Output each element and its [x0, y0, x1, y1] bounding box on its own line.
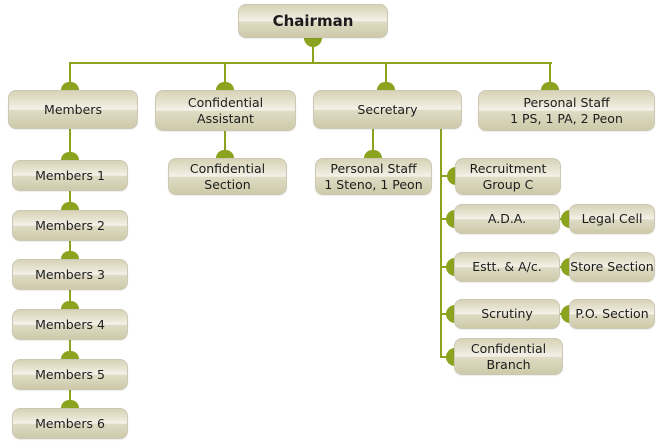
node-label: Section: [204, 176, 251, 192]
connector-dome: [561, 210, 570, 228]
node-legal-cell: Legal Cell: [569, 204, 655, 234]
connector-dome: [364, 150, 382, 158]
connector-dome: [61, 202, 79, 210]
connector-dome: [61, 251, 79, 259]
connector-line: [69, 62, 71, 90]
connector-dome: [61, 351, 79, 359]
node-members-1: Members 1: [12, 160, 128, 191]
connector-dome: [561, 305, 570, 323]
connector-line: [549, 62, 551, 90]
node-label: Members: [44, 101, 102, 117]
node-label: Personal Staff: [330, 160, 417, 176]
connector-dome: [304, 38, 322, 47]
connector-dome: [447, 167, 456, 185]
node-estt-ac: Estt. & A/c.: [454, 252, 560, 282]
connector-dome: [216, 150, 234, 158]
connector-dome: [61, 152, 79, 160]
node-label: 1 Steno, 1 Peon: [324, 176, 423, 192]
node-label: Estt. & A/c.: [472, 259, 542, 274]
node-members-2: Members 2: [12, 210, 128, 241]
node-recruitment-group-c: Recruitment Group C: [455, 158, 561, 195]
node-label: Confidential: [187, 94, 264, 110]
connector-line: [69, 290, 71, 309]
node-label: Legal Cell: [581, 211, 643, 226]
node-label: 1 PS, 1 PA, 2 Peon: [510, 110, 623, 126]
node-personal-staff: Personal Staff 1 PS, 1 PA, 2 Peon: [478, 90, 655, 131]
connector-dome: [61, 82, 79, 90]
node-label: A.D.A.: [487, 211, 527, 226]
node-personal-staff-secretary: Personal Staff 1 Steno, 1 Peon: [315, 158, 432, 195]
node-label: Confidential: [470, 340, 547, 356]
connector-dome: [61, 301, 79, 309]
connector-dome: [561, 258, 570, 276]
node-members-5: Members 5: [12, 359, 128, 390]
node-confidential-branch: Confidential Branch: [454, 338, 563, 375]
connector-line: [372, 129, 374, 158]
node-label: Personal Staff: [523, 94, 610, 110]
connector-dome: [446, 258, 455, 276]
node-label: Branch: [486, 356, 531, 372]
node-label: Chairman: [272, 12, 354, 30]
connector-line: [385, 62, 387, 90]
connector-line: [69, 340, 71, 359]
node-label: Members 4: [35, 316, 105, 332]
node-members-6: Members 6: [12, 408, 128, 439]
node-label: Scrutiny: [481, 306, 533, 321]
connector-line: [312, 38, 314, 62]
connector-dome: [446, 348, 455, 366]
node-ada: A.D.A.: [454, 204, 560, 234]
connector-line: [69, 62, 552, 64]
connector-dome: [61, 400, 79, 408]
node-label: Confidential: [189, 160, 266, 176]
connector-line: [69, 129, 71, 160]
node-label: P.O. Section: [575, 306, 649, 321]
node-members-3: Members 3: [12, 259, 128, 290]
connector-line: [224, 62, 226, 90]
node-po-section: P.O. Section: [569, 299, 655, 329]
connector-dome: [216, 82, 234, 90]
connector-dome: [377, 82, 395, 90]
node-label: Members 5: [35, 366, 105, 382]
connector-line: [69, 390, 71, 408]
node-label: Assistant: [197, 110, 254, 126]
node-label: Members 1: [35, 167, 105, 183]
node-secretary: Secretary: [313, 90, 462, 129]
node-label: Members 6: [35, 415, 105, 431]
node-confidential-assistant: Confidential Assistant: [155, 90, 296, 131]
node-scrutiny: Scrutiny: [454, 299, 560, 329]
node-label: Recruitment: [469, 160, 547, 176]
connector-line: [440, 129, 442, 358]
node-label: Group C: [482, 176, 534, 192]
node-label: Members 3: [35, 266, 105, 282]
connector-dome: [446, 305, 455, 323]
node-label: Secretary: [357, 101, 418, 117]
connector-line: [224, 131, 226, 158]
node-members: Members: [8, 90, 138, 129]
connector-line: [69, 241, 71, 259]
node-label: Store Section: [570, 259, 654, 274]
connector-dome: [446, 210, 455, 228]
node-members-4: Members 4: [12, 309, 128, 340]
node-chairman: Chairman: [238, 4, 388, 38]
node-confidential-section: Confidential Section: [168, 158, 287, 195]
connector-dome: [541, 82, 559, 90]
node-store-section: Store Section: [569, 252, 655, 282]
node-label: Members 2: [35, 217, 105, 233]
connector-line: [69, 191, 71, 210]
